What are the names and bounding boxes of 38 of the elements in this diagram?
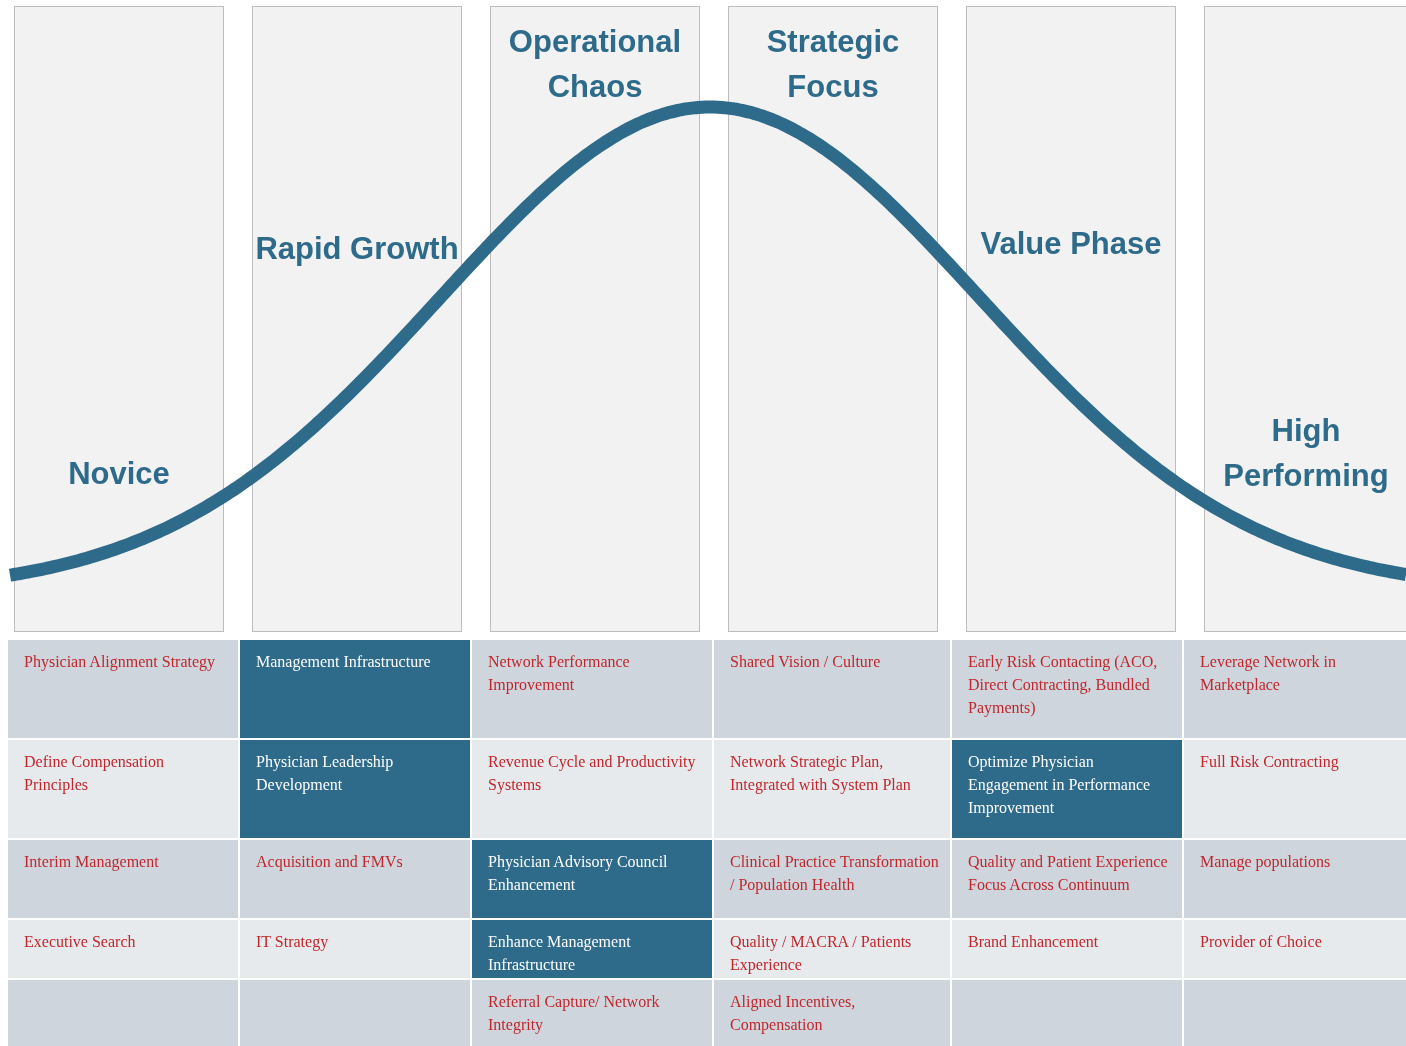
cell-text: Acquisition and FMVs bbox=[256, 852, 403, 873]
cell-text: Define Compensation Principles bbox=[24, 752, 165, 796]
cell-text: Physician Alignment Strategy bbox=[24, 652, 216, 673]
cell-text: Physician Leadership Development bbox=[256, 752, 395, 796]
cell-text: Network Strategic Plan, Integrated with System Plan bbox=[730, 752, 912, 796]
cell-text: Referral Capture/ Network Integrity bbox=[488, 992, 661, 1036]
phase-label: Rapid Growth bbox=[255, 231, 459, 266]
cell-text: Clinical Practice Transformation / Population Health bbox=[730, 852, 940, 896]
phase-label: Novice bbox=[68, 456, 170, 491]
phase-label: Operational Chaos bbox=[508, 24, 682, 104]
cell-text: Manage populations bbox=[1200, 852, 1331, 873]
cell-text: Brand Enhancement bbox=[968, 932, 1099, 952]
phase-label: Strategic Focus bbox=[766, 24, 900, 104]
cell-text: Interim Management bbox=[24, 852, 159, 873]
cell-text: Full Risk Contracting bbox=[1200, 752, 1339, 773]
phase-label: High Performing bbox=[1223, 413, 1389, 493]
cell-text: Early Risk Contacting (ACO, Direct Contracting, Bundled Payments) bbox=[968, 652, 1159, 719]
phase-column bbox=[728, 6, 938, 632]
phase-column bbox=[966, 6, 1176, 632]
phase-column bbox=[14, 6, 224, 632]
cell-text: Optimize Physician Engagement in Performance Improvement bbox=[968, 752, 1152, 819]
cell-text: Aligned Incentives, Compensation bbox=[730, 992, 857, 1036]
cell-text: Shared Vision / Culture bbox=[730, 652, 881, 672]
phase-column bbox=[252, 6, 462, 632]
cell-text: IT Strategy bbox=[256, 932, 329, 953]
phase-label: Value Phase bbox=[980, 226, 1162, 261]
cell-text: Revenue Cycle and Productivity Systems bbox=[488, 752, 697, 796]
cell-text: Executive Search bbox=[24, 932, 136, 952]
cell-text: Quality and Patient Experience Focus Across Continuum bbox=[968, 852, 1169, 895]
cell-text: Management Infrastructure bbox=[256, 652, 431, 673]
cell-text: Enhance Management Infrastructure bbox=[488, 932, 632, 975]
phase-column bbox=[490, 6, 700, 632]
cell-text: Network Performance Improvement bbox=[488, 652, 631, 696]
cell-text: Physician Advisory Council Enhancement bbox=[488, 852, 669, 895]
cell-text: Quality / MACRA / Patients Experience bbox=[730, 932, 913, 976]
cell-text: Leverage Network in Marketplace bbox=[1200, 652, 1337, 696]
cell-text: Provider of Choice bbox=[1200, 932, 1322, 952]
phase-column bbox=[1204, 6, 1406, 632]
